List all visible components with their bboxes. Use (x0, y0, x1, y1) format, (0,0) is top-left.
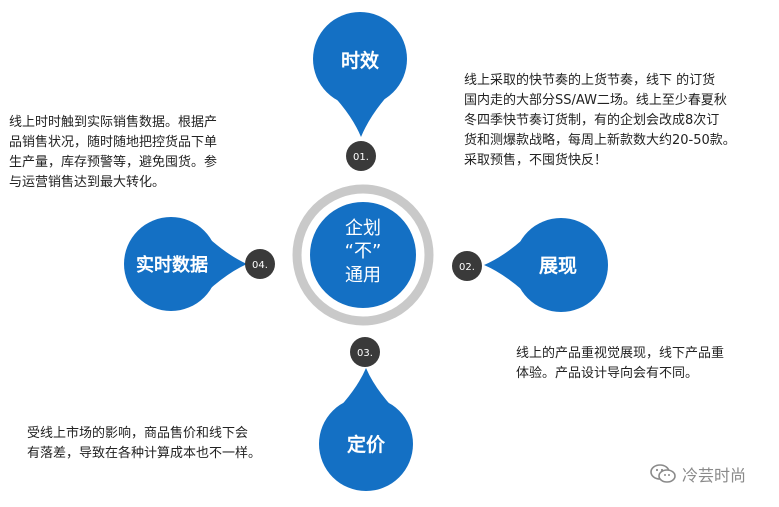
desc-top-line: 冬四季快节奏订货制，有的企划会改成8次订 (464, 113, 720, 128)
node-bottom-title: 定价 (347, 433, 386, 456)
desc-left: 线上时时触到实际销售数据。根据产 品销售状况，随时随地把控货品下单 生产量，库存… (9, 113, 217, 193)
desc-right: 线上的产品重视觉展现，线下产品重 体验。产品设计导向会有不同。 (516, 344, 724, 384)
drop-bottom-tip (324, 368, 408, 423)
badge-bottom (350, 337, 380, 367)
drop-left-tip (192, 222, 247, 306)
desc-right-line: 体验。产品设计导向会有不同。 (516, 366, 699, 381)
center-ring (292, 184, 434, 326)
badge-right (452, 251, 482, 281)
badge-top-label: 01. (353, 152, 369, 163)
desc-top-line: 采取预售，不囤货快反！ (464, 153, 608, 168)
desc-top-line: 国内走的大部分SS/AW二场。线上至少春夏秋 (464, 93, 727, 108)
node-bottom: 定价 (319, 368, 413, 491)
node-top: 时效 (313, 12, 407, 137)
desc-bottom-line: 有落差，导致在各种计算成本也不一样。 (27, 446, 262, 461)
badge-right-label: 02. (459, 262, 475, 273)
watermark: 冷芸时尚 (650, 462, 746, 486)
desc-left-line: 与运营销售达到最大转化。 (9, 175, 166, 190)
node-left: 实时数据 (124, 217, 247, 311)
badge-top (346, 141, 376, 171)
center-disc (310, 202, 416, 308)
watermark-text: 冷芸时尚 (682, 466, 747, 485)
desc-top-line: 货和测爆款战略，每周上新款数大约20-50款。 (464, 133, 736, 148)
badge-bottom-label: 03. (357, 348, 373, 359)
desc-right-line: 线上的产品重视觉展现，线下产品重 (516, 346, 725, 361)
center-line-2: “不” (345, 241, 382, 262)
wechat-icon (650, 464, 676, 483)
desc-bottom-line: 受线上市场的影响，商品售价和线下会 (27, 426, 249, 441)
node-top-title: 时效 (341, 49, 379, 72)
desc-top-line: 线上采取的快节奏的上货节奏，线下 的订货 (464, 73, 716, 88)
drop-top-tip (318, 80, 402, 137)
center-line-3: 通用 (345, 265, 381, 286)
desc-top: 线上采取的快节奏的上货节奏，线下 的订货 国内走的大部分SS/AW二场。线上至少… (464, 71, 736, 171)
desc-left-line: 生产量，库存预警等，避免囤货。参 (9, 155, 218, 170)
node-right-title: 展现 (539, 255, 577, 277)
desc-left-line: 线上时时触到实际销售数据。根据产 (9, 115, 218, 130)
node-left-title: 实时数据 (136, 254, 208, 276)
center-line-1: 企划 (345, 218, 381, 239)
badge-left-label: 04. (252, 260, 268, 271)
drop-right-tip (484, 223, 540, 307)
badge-left (245, 249, 275, 279)
desc-left-line: 品销售状况，随时随地把控货品下单 (9, 135, 218, 150)
node-right: 展现 (484, 218, 608, 312)
desc-bottom: 受线上市场的影响，商品售价和线下会 有落差，导致在各种计算成本也不一样。 (27, 424, 261, 464)
